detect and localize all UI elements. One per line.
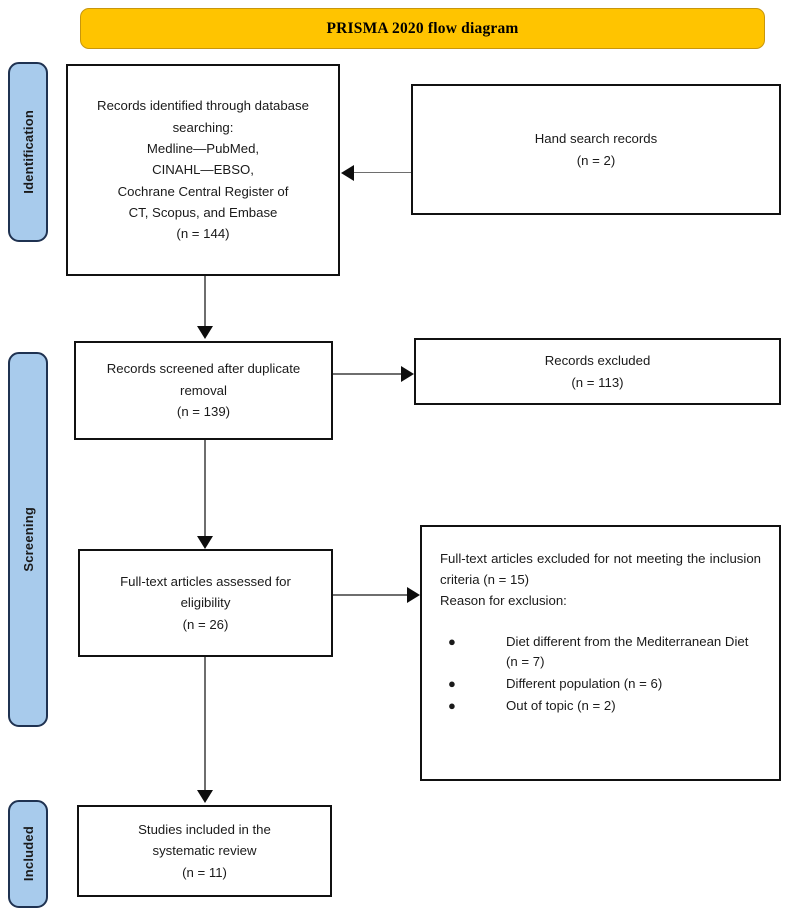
box-text-line: eligibility: [180, 595, 231, 611]
box-text-line: removal: [180, 382, 227, 398]
list-item: ● Different population (n = 6): [440, 674, 761, 695]
box-text-line: (n = 2): [576, 152, 616, 168]
stage-label-screening: Screening: [8, 352, 48, 727]
box-text-line: (n = 113): [571, 374, 624, 390]
box-hand-search-records: Hand search records (n = 2): [411, 84, 781, 215]
box-full-text-excluded-detail: Full-text articles excluded for not meet…: [420, 525, 781, 781]
exclusion-reason-heading: Reason for exclusion:: [440, 592, 567, 608]
exclusion-reason-list: ● Diet different from the Mediterranean …: [440, 632, 761, 717]
list-item: ● Diet different from the Mediterranean …: [440, 632, 761, 674]
box-text-line: Studies included in the: [138, 821, 271, 837]
box-full-text-assessed: Full-text articles assessed for eligibil…: [78, 549, 333, 657]
box-text-line: Records identified through database: [97, 98, 309, 114]
stage-label-identification: Identification: [8, 62, 48, 242]
arrow-head-left-icon: [341, 164, 354, 181]
arrow-shaft: [204, 657, 206, 790]
box-text-line: (n = 11): [182, 864, 227, 880]
box-text-line: (n = 26): [182, 616, 229, 632]
box-records-screened: Records screened after duplicate removal…: [74, 341, 333, 440]
list-item: ● Out of topic (n = 2): [440, 696, 761, 717]
stage-label-included: Included: [8, 800, 48, 908]
arrow-head-down-icon: [197, 790, 213, 803]
arrow-shaft: [204, 276, 206, 326]
arrow-shaft: [333, 373, 401, 375]
arrow-head-down-icon: [197, 536, 213, 549]
box-text-line: searching:: [172, 119, 234, 135]
box-text-line: Cochrane Central Register of: [117, 183, 289, 199]
diagram-title-text: PRISMA 2020 flow diagram: [326, 19, 519, 37]
arrow-shaft: [333, 594, 407, 596]
box-text-line: CT, Scopus, and Embase: [128, 205, 278, 221]
box-text-line: Hand search records: [534, 131, 658, 147]
stage-label-identification-text: Identification: [20, 110, 36, 194]
exclusion-detail-paragraph: Full-text articles excluded for not meet…: [440, 551, 761, 587]
box-text-line: CINAHL—EBSO,: [152, 162, 254, 178]
box-studies-included: Studies included in the systematic revie…: [77, 805, 332, 897]
box-text-line: Full-text articles assessed for: [120, 573, 291, 589]
diagram-title-banner: PRISMA 2020 flow diagram: [80, 8, 765, 49]
box-records-excluded: Records excluded (n = 113): [414, 338, 781, 405]
box-text-line: Records excluded: [544, 353, 651, 369]
arrow-head-right-icon: [407, 587, 420, 604]
arrow-shaft: [354, 171, 411, 174]
bullet-icon: ●: [448, 633, 456, 649]
stage-label-screening-text: Screening: [20, 507, 36, 572]
bullet-icon: ●: [448, 676, 456, 692]
box-text-line: (n = 144): [176, 226, 230, 242]
arrow-head-right-icon: [401, 366, 414, 383]
arrow-head-down-icon: [197, 326, 213, 339]
box-text-line: Medline—PubMed,: [146, 140, 260, 156]
box-text-line: (n = 139): [176, 404, 231, 420]
list-item-label: Out of topic (n = 2): [506, 698, 616, 714]
box-text-line: Records screened after duplicate: [106, 361, 301, 377]
list-item-label: Diet different from the Mediterranean Di…: [506, 633, 749, 670]
box-text-line: systematic review: [152, 843, 257, 859]
box-records-identified: Records identified through database sear…: [66, 64, 340, 276]
list-item-label: Different population (n = 6): [506, 676, 663, 692]
bullet-icon: ●: [448, 698, 456, 714]
stage-label-included-text: Included: [20, 826, 36, 882]
arrow-shaft: [204, 440, 206, 536]
